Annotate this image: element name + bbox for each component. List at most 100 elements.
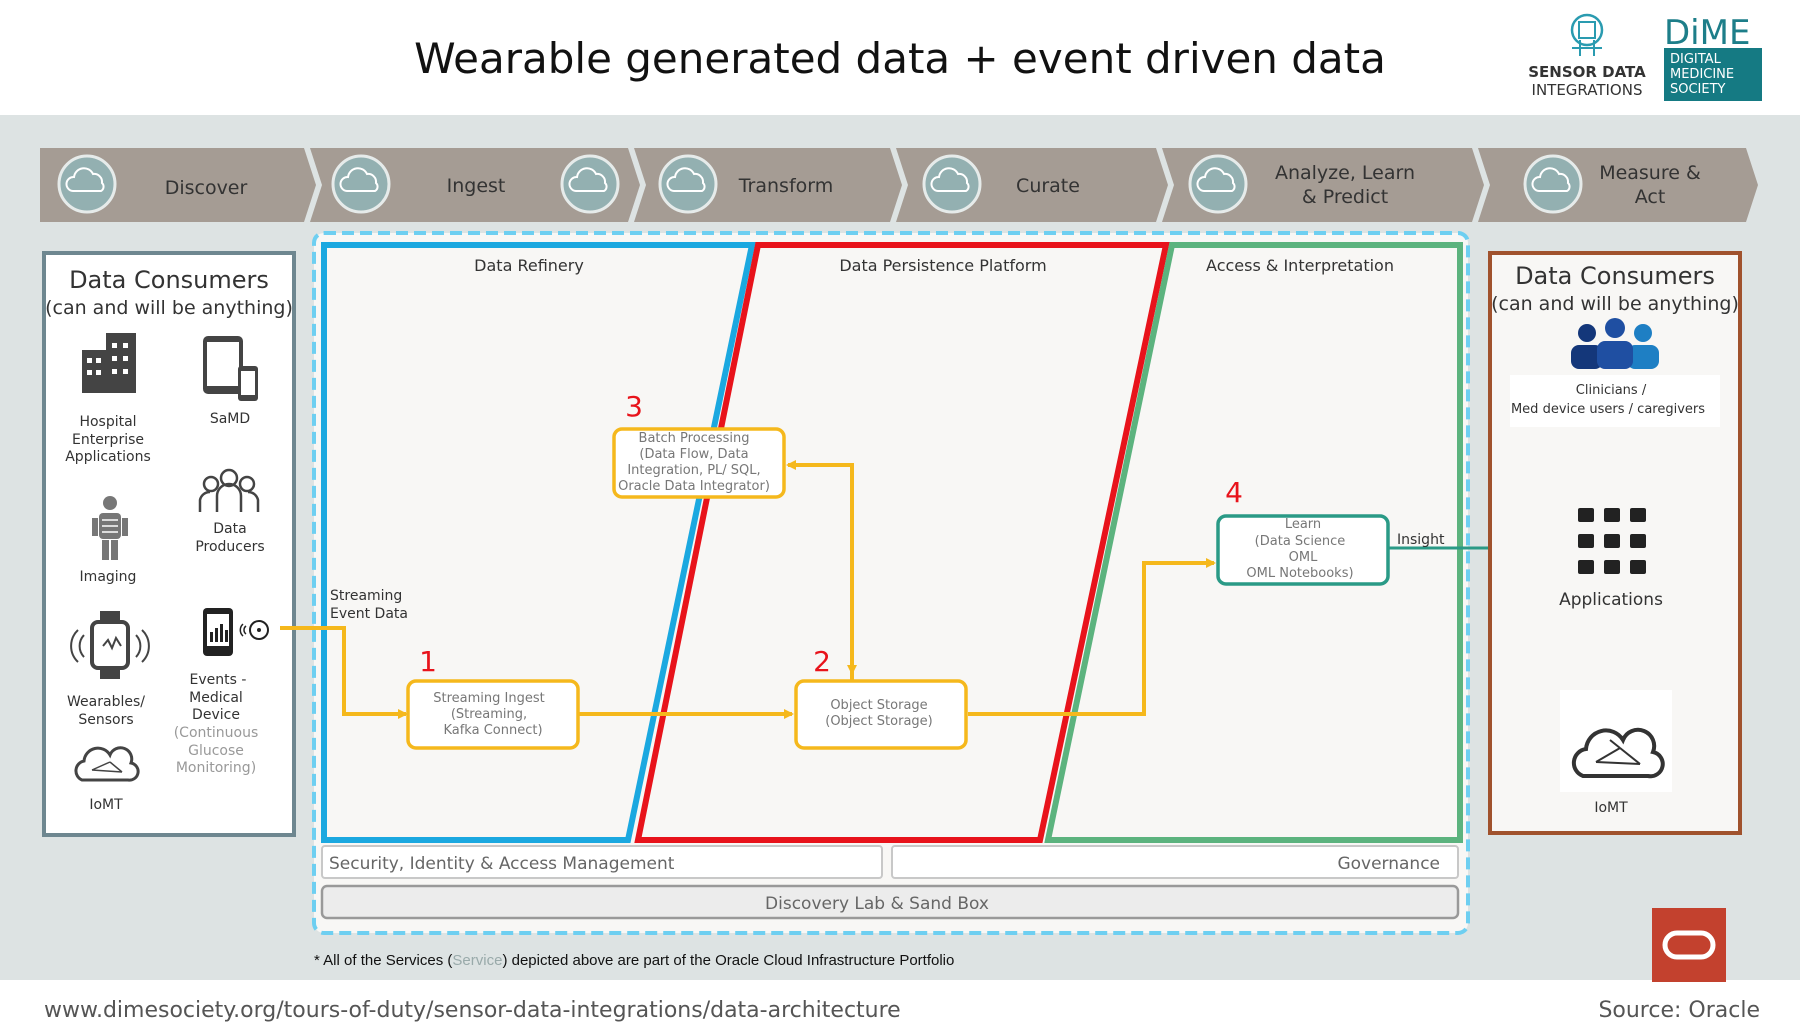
learn-box: Learn (Data Science OML OML Notebooks) [1216, 514, 1390, 586]
discovery-label: Discovery Lab & Sand Box [765, 894, 989, 914]
footnote-service: Service [452, 952, 502, 969]
applications-label: Applications [1559, 590, 1663, 610]
left-panel-title: Data Consumers [69, 266, 269, 294]
object-storage-box: Object Storage (Object Storage) [794, 679, 968, 750]
applications-grid-icon [1578, 508, 1646, 574]
step3-line1: Batch Processing [639, 431, 750, 446]
pipeline-bar: Discover Ingest Transform Curate Analyze… [40, 148, 1758, 222]
page-title: Wearable generated data + event driven d… [414, 34, 1386, 83]
cloud-flask-icon [658, 154, 718, 214]
dime-line3: SOCIETY [1670, 82, 1726, 97]
iomt-cloud-icon-right [1571, 727, 1665, 779]
step4-line4: OML Notebooks) [1246, 566, 1353, 581]
producers-label-1: Data [213, 521, 246, 537]
events-label-4: (Continuous [174, 725, 259, 741]
pipeline-step-analyze [1162, 148, 1484, 222]
step-label-measure-2: Act [1635, 186, 1666, 208]
right-panel-title: Data Consumers [1515, 262, 1715, 290]
step3-line3: Integration, PL/ SQL, [627, 463, 760, 478]
footnote-after: ) depicted above are part of the Oracle … [502, 952, 954, 969]
insight-label: Insight [1397, 532, 1445, 548]
zone-label-persistence: Data Persistence Platform [839, 256, 1046, 275]
governance-bar [891, 845, 1459, 879]
security-bar [321, 845, 883, 879]
dime-wordmark: DiME [1664, 13, 1750, 53]
step2-line1: Object Storage [830, 698, 927, 713]
batch-processing-box: Batch Processing (Data Flow, Data Integr… [612, 427, 786, 499]
step3-number: 3 [625, 390, 643, 423]
streaming-label-1: Streaming [330, 588, 402, 604]
footnote: * All of the Services (Service) depicted… [314, 952, 954, 969]
clinicians-label-1: Clinicians / [1576, 383, 1647, 398]
clinicians-icon [1571, 318, 1659, 369]
dime-line1: DIGITAL [1670, 52, 1722, 67]
right-panel-subtitle: (can and will be anything) [1491, 293, 1739, 315]
iomt-label-right: IoMT [1594, 800, 1628, 816]
right-data-consumers-panel: Data Consumers (can and will be anything… [1488, 251, 1742, 835]
dime-logo: DiME DIGITAL MEDICINE SOCIETY [1664, 13, 1762, 101]
building-icon [82, 333, 136, 393]
cloud-chart-icon [1523, 154, 1583, 214]
producers-label-2: Producers [195, 539, 264, 555]
dime-line2: MEDICINE [1670, 67, 1734, 82]
step-label-measure-1: Measure & [1599, 162, 1701, 184]
step1-number: 1 [419, 645, 437, 678]
left-data-consumers-panel: Data Consumers (can and will be anything… [42, 251, 296, 837]
events-label-6: Monitoring) [176, 760, 256, 776]
step1-line2: (Streaming, [451, 707, 527, 722]
streaming-ingest-box: Streaming Ingest (Streaming, Kafka Conne… [406, 679, 580, 750]
hospital-label-3: Applications [65, 449, 151, 465]
chip-icon [1570, 13, 1604, 47]
streaming-label-2: Event Data [330, 606, 408, 622]
zone-label-access: Access & Interpretation [1206, 256, 1394, 275]
iomt-cloud-icon [74, 746, 140, 782]
step2-line2: (Object Storage) [825, 714, 932, 729]
step1-line1: Streaming Ingest [433, 691, 544, 706]
footer-url[interactable]: www.dimesociety.org/tours-of-duty/sensor… [44, 998, 901, 1023]
samd-label: SaMD [210, 411, 250, 427]
security-label: Security, Identity & Access Management [329, 854, 675, 874]
events-label-1: Events - [190, 672, 247, 688]
hospital-label-2: Enterprise [72, 432, 144, 448]
xray-person-icon [92, 496, 128, 560]
pipeline-step-measure [1478, 148, 1758, 222]
step-label-discover: Discover [165, 177, 248, 199]
smartwatch-icon [70, 611, 150, 679]
step-label-analyze-2: & Predict [1302, 186, 1388, 208]
discovery-bar [320, 884, 1460, 920]
step4-line1: Learn [1285, 517, 1321, 532]
events-label-3: Device [192, 707, 240, 723]
step3-line4: Oracle Data Integrator) [618, 479, 770, 494]
step3-line2: (Data Flow, Data [639, 447, 748, 462]
footnote-before: * All of the Services ( [314, 952, 452, 969]
left-panel-subtitle: (can and will be anything) [45, 297, 293, 319]
wearables-label-2: Sensors [78, 712, 133, 728]
clinicians-label-2: Med device users / caregivers [1511, 402, 1705, 417]
oracle-o-icon [1662, 930, 1716, 960]
governance-label: Governance [1337, 854, 1440, 874]
iomt-label-left: IoMT [89, 797, 123, 813]
step2-number: 2 [813, 645, 831, 678]
footer-source: Source: Oracle [1598, 998, 1760, 1023]
zone-label-refinery: Data Refinery [474, 256, 584, 275]
imaging-label: Imaging [80, 569, 137, 585]
glucose-monitor-icon [203, 608, 269, 656]
oracle-logo [1652, 908, 1726, 982]
step-label-analyze-1: Analyze, Learn [1275, 162, 1415, 184]
step4-number: 4 [1225, 476, 1243, 509]
step1-line3: Kafka Connect) [443, 723, 542, 738]
cloud-icon [331, 154, 391, 214]
sdi-line1: SENSOR DATA [1528, 63, 1646, 81]
events-label-5: Glucose [188, 743, 244, 759]
data-persistence-zone [634, 242, 1170, 843]
cloud-building-icon [560, 154, 620, 214]
events-label-2: Medical [189, 690, 243, 706]
wearables-label-1: Wearables/ [67, 694, 145, 710]
data-flow-arrows [280, 460, 1216, 719]
tablet-phone-icon [203, 336, 258, 401]
sensor-data-integrations-logo: SENSOR DATA INTEGRATIONS [1528, 13, 1646, 99]
cloud-gear-icon [1188, 154, 1248, 214]
cloud-factory-icon [922, 154, 982, 214]
cloud-search-icon [57, 154, 117, 214]
